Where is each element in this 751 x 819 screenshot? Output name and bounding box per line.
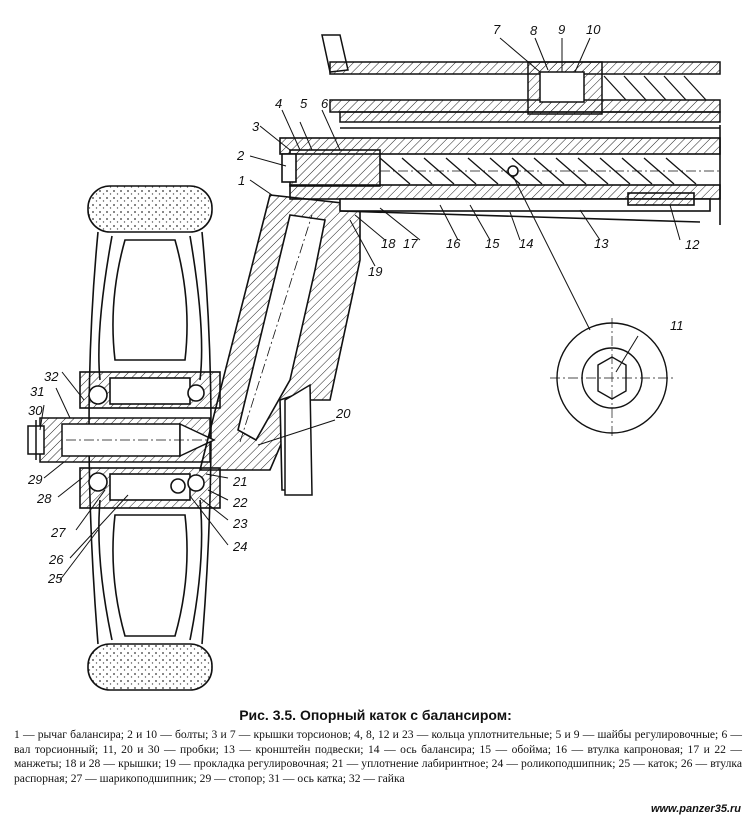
suspension-bracket (284, 383, 313, 496)
label-2: 2 (236, 148, 245, 163)
label-30: 30 (28, 403, 43, 418)
label-5: 5 (300, 96, 308, 111)
label-12: 12 (685, 237, 700, 252)
label-21: 21 (232, 474, 247, 489)
upper-torsion (321, 34, 721, 129)
label-18: 18 (381, 236, 396, 251)
torsion-housing (279, 125, 721, 225)
road-wheel (79, 185, 221, 691)
label-14: 14 (519, 236, 533, 251)
wheel-axle (27, 417, 216, 463)
label-4: 4 (275, 96, 282, 111)
label-31: 31 (30, 384, 44, 399)
detail-view-plug-11 (550, 318, 674, 438)
label-16: 16 (446, 236, 461, 251)
label-23: 23 (232, 516, 248, 531)
label-1: 1 (238, 173, 245, 188)
label-11: 11 (670, 318, 684, 333)
label-24: 24 (232, 539, 247, 554)
label-15: 15 (485, 236, 500, 251)
label-29: 29 (27, 472, 42, 487)
label-3: 3 (252, 119, 260, 134)
label-32: 32 (44, 369, 59, 384)
label-27: 27 (50, 525, 66, 540)
label-6: 6 (321, 96, 329, 111)
label-10: 10 (586, 22, 601, 37)
balancer-arm (198, 194, 361, 491)
label-8: 8 (530, 23, 538, 38)
technical-drawing: 1 2 3 4 5 6 7 8 9 10 11 12 13 14 15 16 1… (27, 22, 721, 691)
leader-lines (39, 37, 681, 581)
label-22: 22 (232, 495, 248, 510)
lower-rubber-tyre (87, 643, 213, 691)
figure-caption-title: Рис. 3.5. Опорный каток с балансиром: (239, 707, 512, 723)
label-17: 17 (403, 236, 418, 251)
label-26: 26 (48, 552, 64, 567)
figure-legend: 1 — рычаг балансира; 2 и 10 — болты; 3 и… (14, 728, 742, 785)
upper-rubber-tyre (87, 185, 213, 233)
label-7: 7 (493, 22, 501, 37)
label-28: 28 (36, 491, 52, 506)
label-20: 20 (335, 406, 351, 421)
part-number-labels: 1 2 3 4 5 6 7 8 9 10 11 12 13 14 15 16 1… (27, 22, 700, 586)
label-9: 9 (558, 22, 565, 37)
label-19: 19 (368, 264, 382, 279)
label-13: 13 (594, 236, 609, 251)
site-watermark: www.panzer35.ru (650, 803, 741, 815)
label-25: 25 (47, 571, 63, 586)
